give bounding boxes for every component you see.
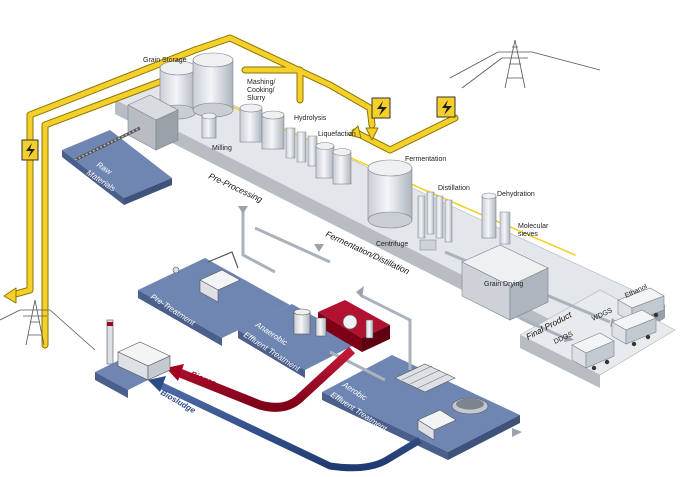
label-milling: Milling [212,145,232,152]
biogas-arrow [166,364,184,381]
pipe-preprocessing-down [241,210,276,274]
label-mashing-2: Cooking/ [247,87,275,94]
electric-sign-mid-icon [371,97,391,119]
power-lines [3,34,576,349]
arrow-up-1 [356,286,364,298]
pipe-to-fermentation [254,226,331,264]
power-line-mash-fill [242,67,303,103]
label-grain-storage: Grain Storage [143,57,187,64]
biogas-box-side [318,312,362,352]
arrow-down-1 [238,206,248,214]
label-molecular-2: sieves [518,231,538,238]
aerobic-equipment [394,363,489,441]
label-fermentation: Fermentation [405,156,446,163]
label-distillation: Distillation [438,185,470,192]
distillation-columns [417,191,453,243]
power-arrow-right [348,125,362,139]
power-arrow-mid [365,127,379,141]
arrow-out-aerobic [512,428,522,437]
power-line-right-fill [352,115,458,153]
mashing-tanks [239,103,285,150]
raw-materials-building [74,94,179,162]
grain-storage-silos [159,52,234,120]
raw-materials-top [62,130,172,198]
label-molecular-1: Molecular [518,223,549,230]
aerobic-side-r [448,415,520,460]
power-arrow-left [3,287,17,304]
pipe-final-2 [519,316,566,340]
final-product-side [520,335,600,388]
label-mashing-1: Mashing/ [247,79,275,86]
biosludge-flow [158,381,422,472]
centrifuge-unit [419,239,437,251]
grain-drying-unit [461,244,549,321]
label-mashing-3: Slurry [247,95,266,102]
anaerobic-reactors [293,308,374,339]
raw-materials-side [62,150,124,205]
label-liquefaction: Liquefaction [318,131,356,138]
dehydration-column [481,192,511,245]
power-plant [106,319,171,381]
pre-treatment-side [138,290,222,346]
electric-sign-left-icon [21,139,39,161]
milling-unit [201,112,217,139]
raw-materials-zone [62,130,172,205]
arrow-out-2 [564,334,574,342]
pipe-aerobic-up [361,294,412,370]
pylon-bottom-left-icon [0,299,96,351]
anaerobic-top [238,304,360,370]
electric-sign-right-icon [436,96,456,118]
pre-treatment-equipment [172,251,241,303]
biosludge-arrow [148,376,166,392]
power-line-top-fill [192,35,375,128]
liquefaction-tanks [315,142,352,185]
truck-ddgs-icon [571,332,615,371]
power-line-left-inner-fill [42,62,208,348]
fermentation-tank [367,159,413,229]
aerobic-top [322,355,520,452]
anaerobic-side [238,330,305,378]
hydrolysis-tanks [285,127,318,167]
truck-wdgs-icon [611,309,657,347]
arrow-down-2 [314,244,324,252]
pylon-top-right-icon [449,39,601,89]
label-dehydration: Dehydration [497,191,535,198]
raw-materials-side-r [124,178,172,205]
power-line-left-outer-fill [9,47,198,298]
label-grain-drying: Grain Drying [484,281,523,288]
biogas-box-side-r [362,325,390,352]
label-centrifuge: Centrifuge [376,241,408,248]
label-hydrolysis: Hydrolysis [294,115,327,122]
power-plant-side [95,372,128,398]
biogas-flow [178,346,356,412]
